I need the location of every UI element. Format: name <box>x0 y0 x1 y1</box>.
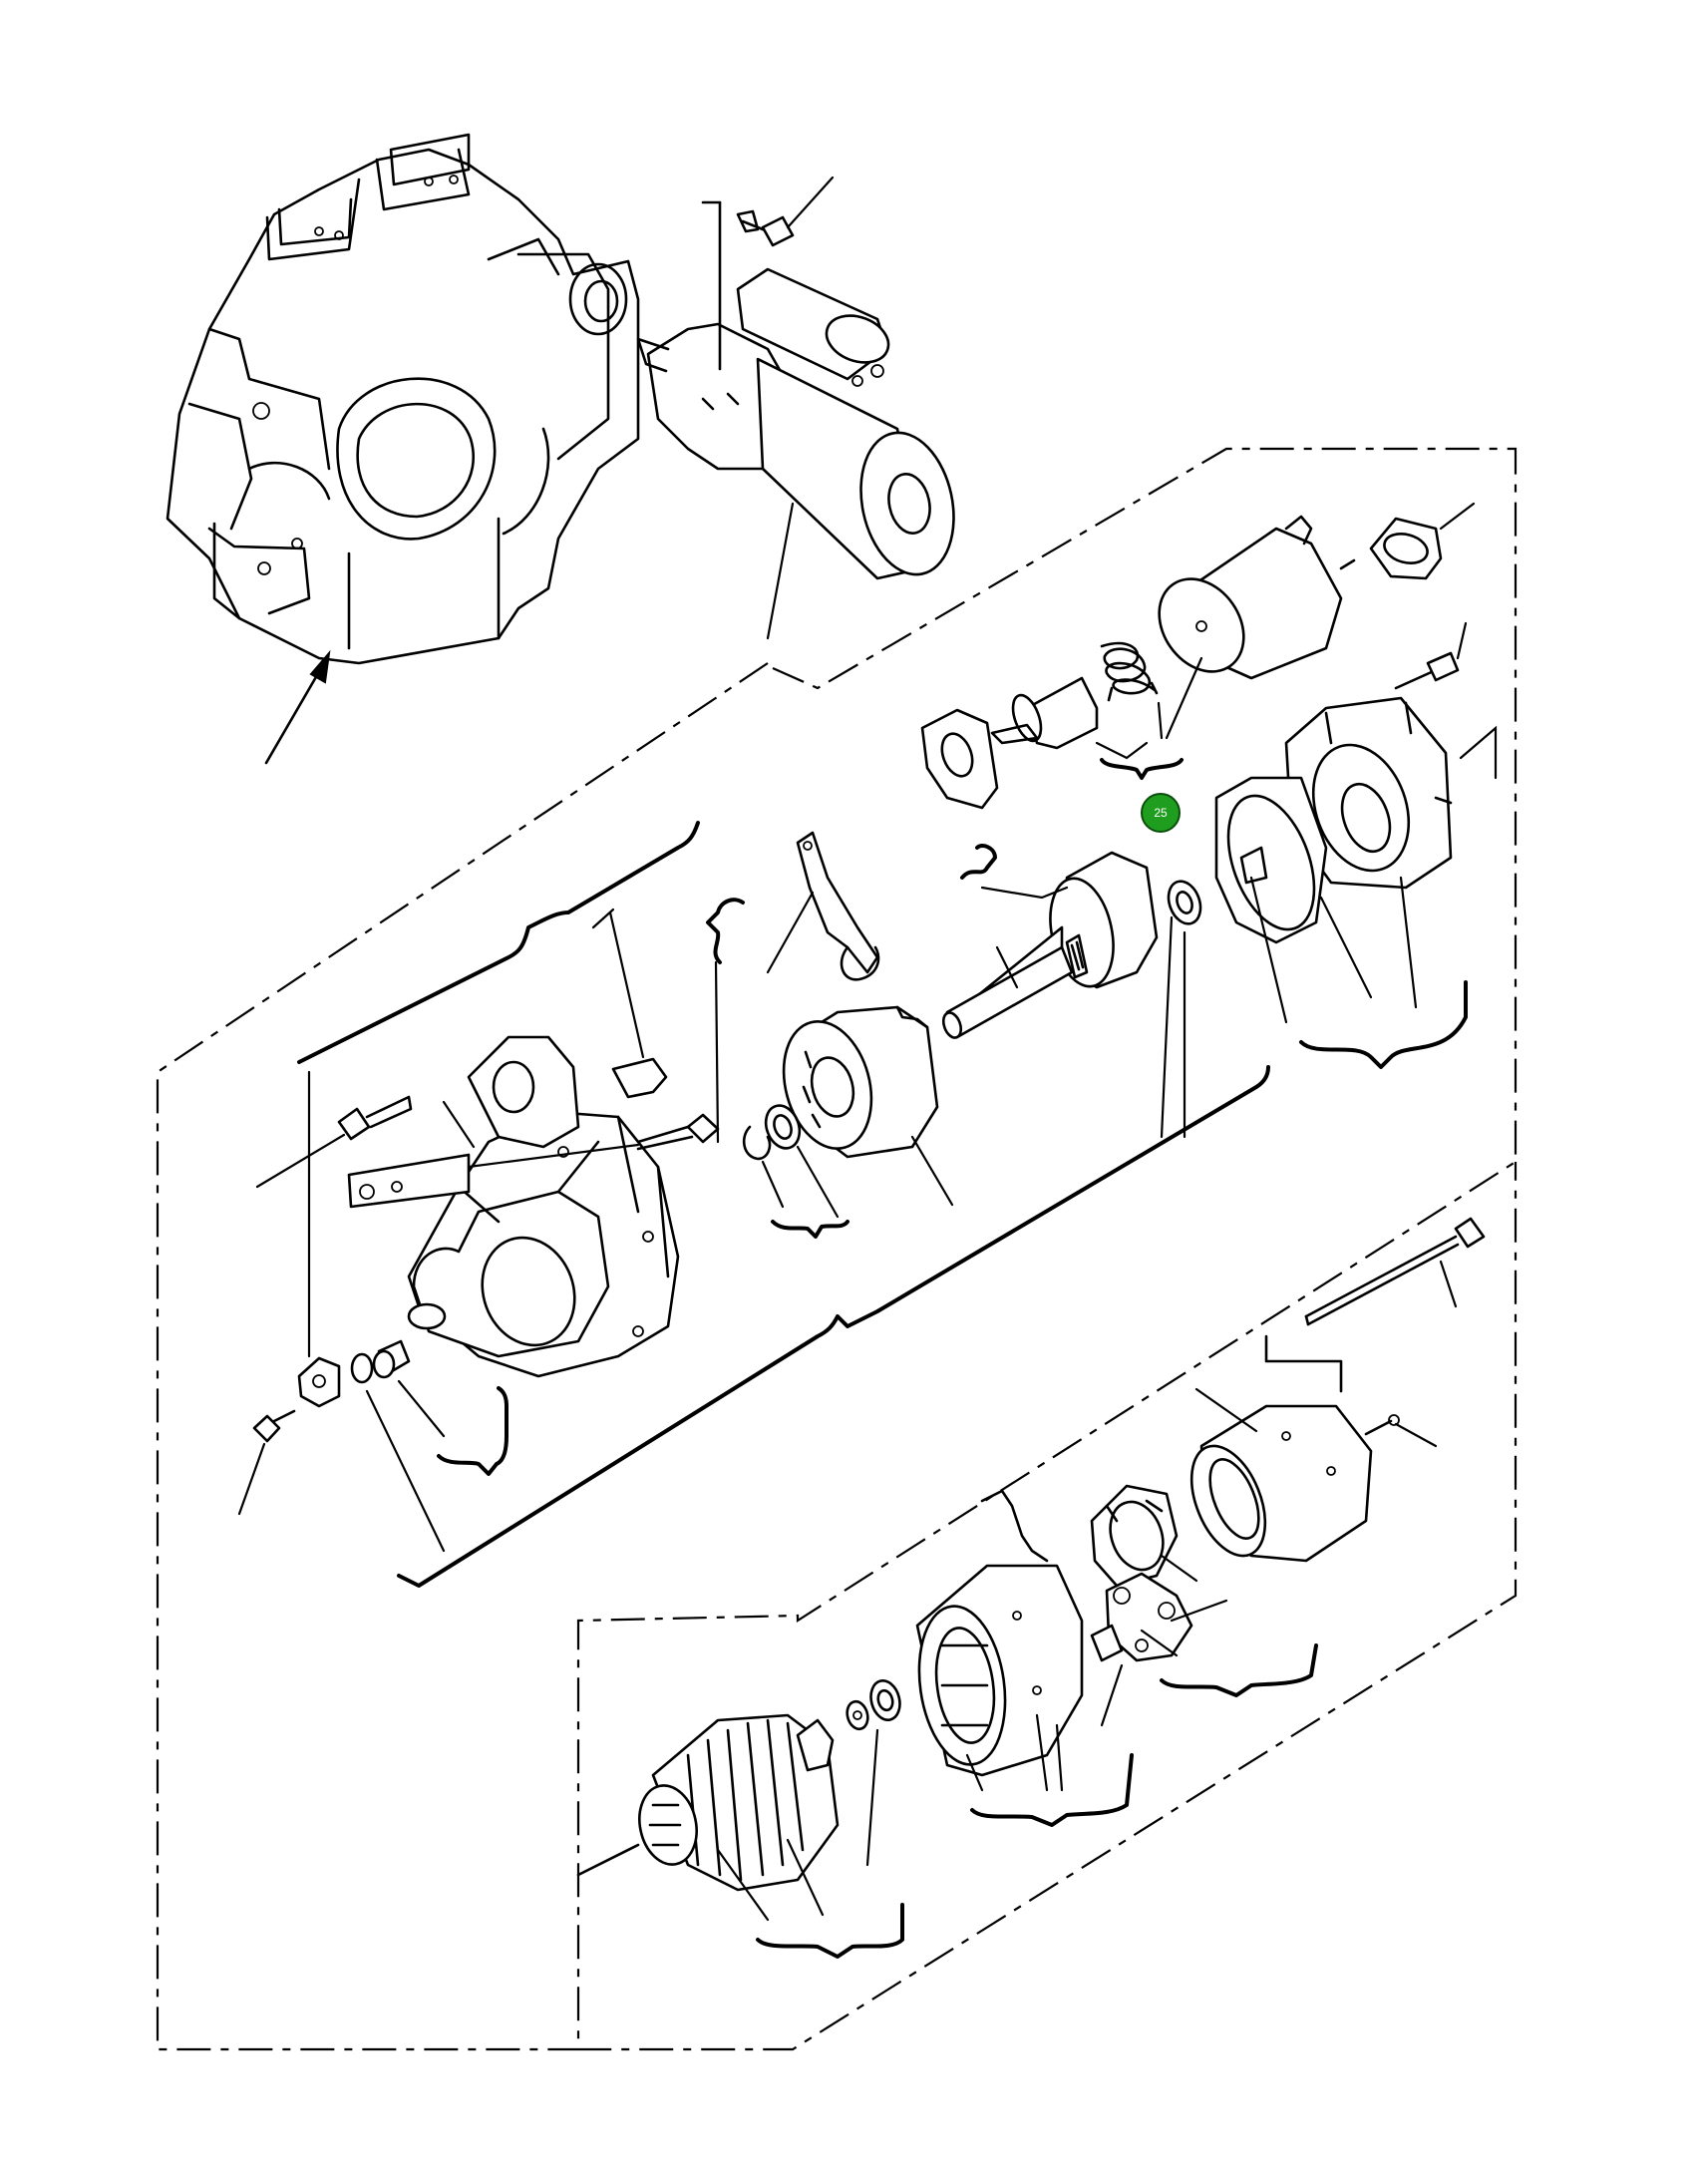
cover-screw <box>1364 1414 1400 1436</box>
callout-label: 25 <box>1154 806 1168 820</box>
exploded-view-boundary <box>156 447 1518 2051</box>
brace-pinion <box>771 1220 849 1239</box>
housing-bolt <box>337 1095 413 1141</box>
starter-motor-assembly <box>636 267 955 580</box>
yoke-assembly <box>915 1489 1124 1777</box>
brace-lever <box>706 898 745 964</box>
solenoid-cover <box>1369 517 1443 580</box>
front-bolt <box>252 1409 296 1443</box>
shift-lever <box>796 831 880 981</box>
packing-plate <box>347 1153 471 1209</box>
overrunning-clutch-shaft <box>941 851 1159 1039</box>
return-spring <box>1100 641 1159 702</box>
callout-hotspot[interactable]: 25 <box>1141 793 1181 833</box>
brace-brush-holder <box>1160 1643 1318 1697</box>
through-bolt-small <box>1394 651 1460 690</box>
bearing-washer <box>1167 880 1202 925</box>
through-bolt-long <box>1304 1217 1486 1326</box>
plunger-gasket <box>920 708 999 810</box>
snap-ring-and-stop <box>742 1104 802 1161</box>
brace-front-assembly <box>397 1065 1270 1588</box>
plunger <box>990 676 1099 750</box>
front-bracket <box>297 1356 341 1408</box>
bushing <box>350 1339 411 1384</box>
through-bolt-bracket <box>1264 1334 1343 1393</box>
brace-yoke <box>970 1753 1134 1827</box>
brace-solenoid <box>1100 758 1184 780</box>
brace-armature <box>756 1903 904 1959</box>
brace-front-group <box>297 821 700 1064</box>
brace-shaft <box>960 844 997 880</box>
armature <box>638 1713 840 1892</box>
brush-holder <box>1090 1484 1193 1662</box>
assembly-arrow <box>264 649 331 765</box>
flywheel-housing <box>166 133 640 665</box>
pinion-gear <box>782 1005 939 1159</box>
dust-cover <box>611 1057 668 1099</box>
lever-pivot-bolt <box>636 1113 720 1151</box>
field-frame-cover <box>1189 1404 1373 1563</box>
brace-bushing <box>437 1386 509 1476</box>
solenoid-switch <box>1158 515 1356 680</box>
drive-end-housing <box>407 1035 680 1378</box>
mounting-bolt <box>736 209 795 247</box>
brace-rear-housing <box>1299 980 1468 1069</box>
brush-plate <box>1214 776 1328 944</box>
armature-bearing <box>846 1679 901 1731</box>
